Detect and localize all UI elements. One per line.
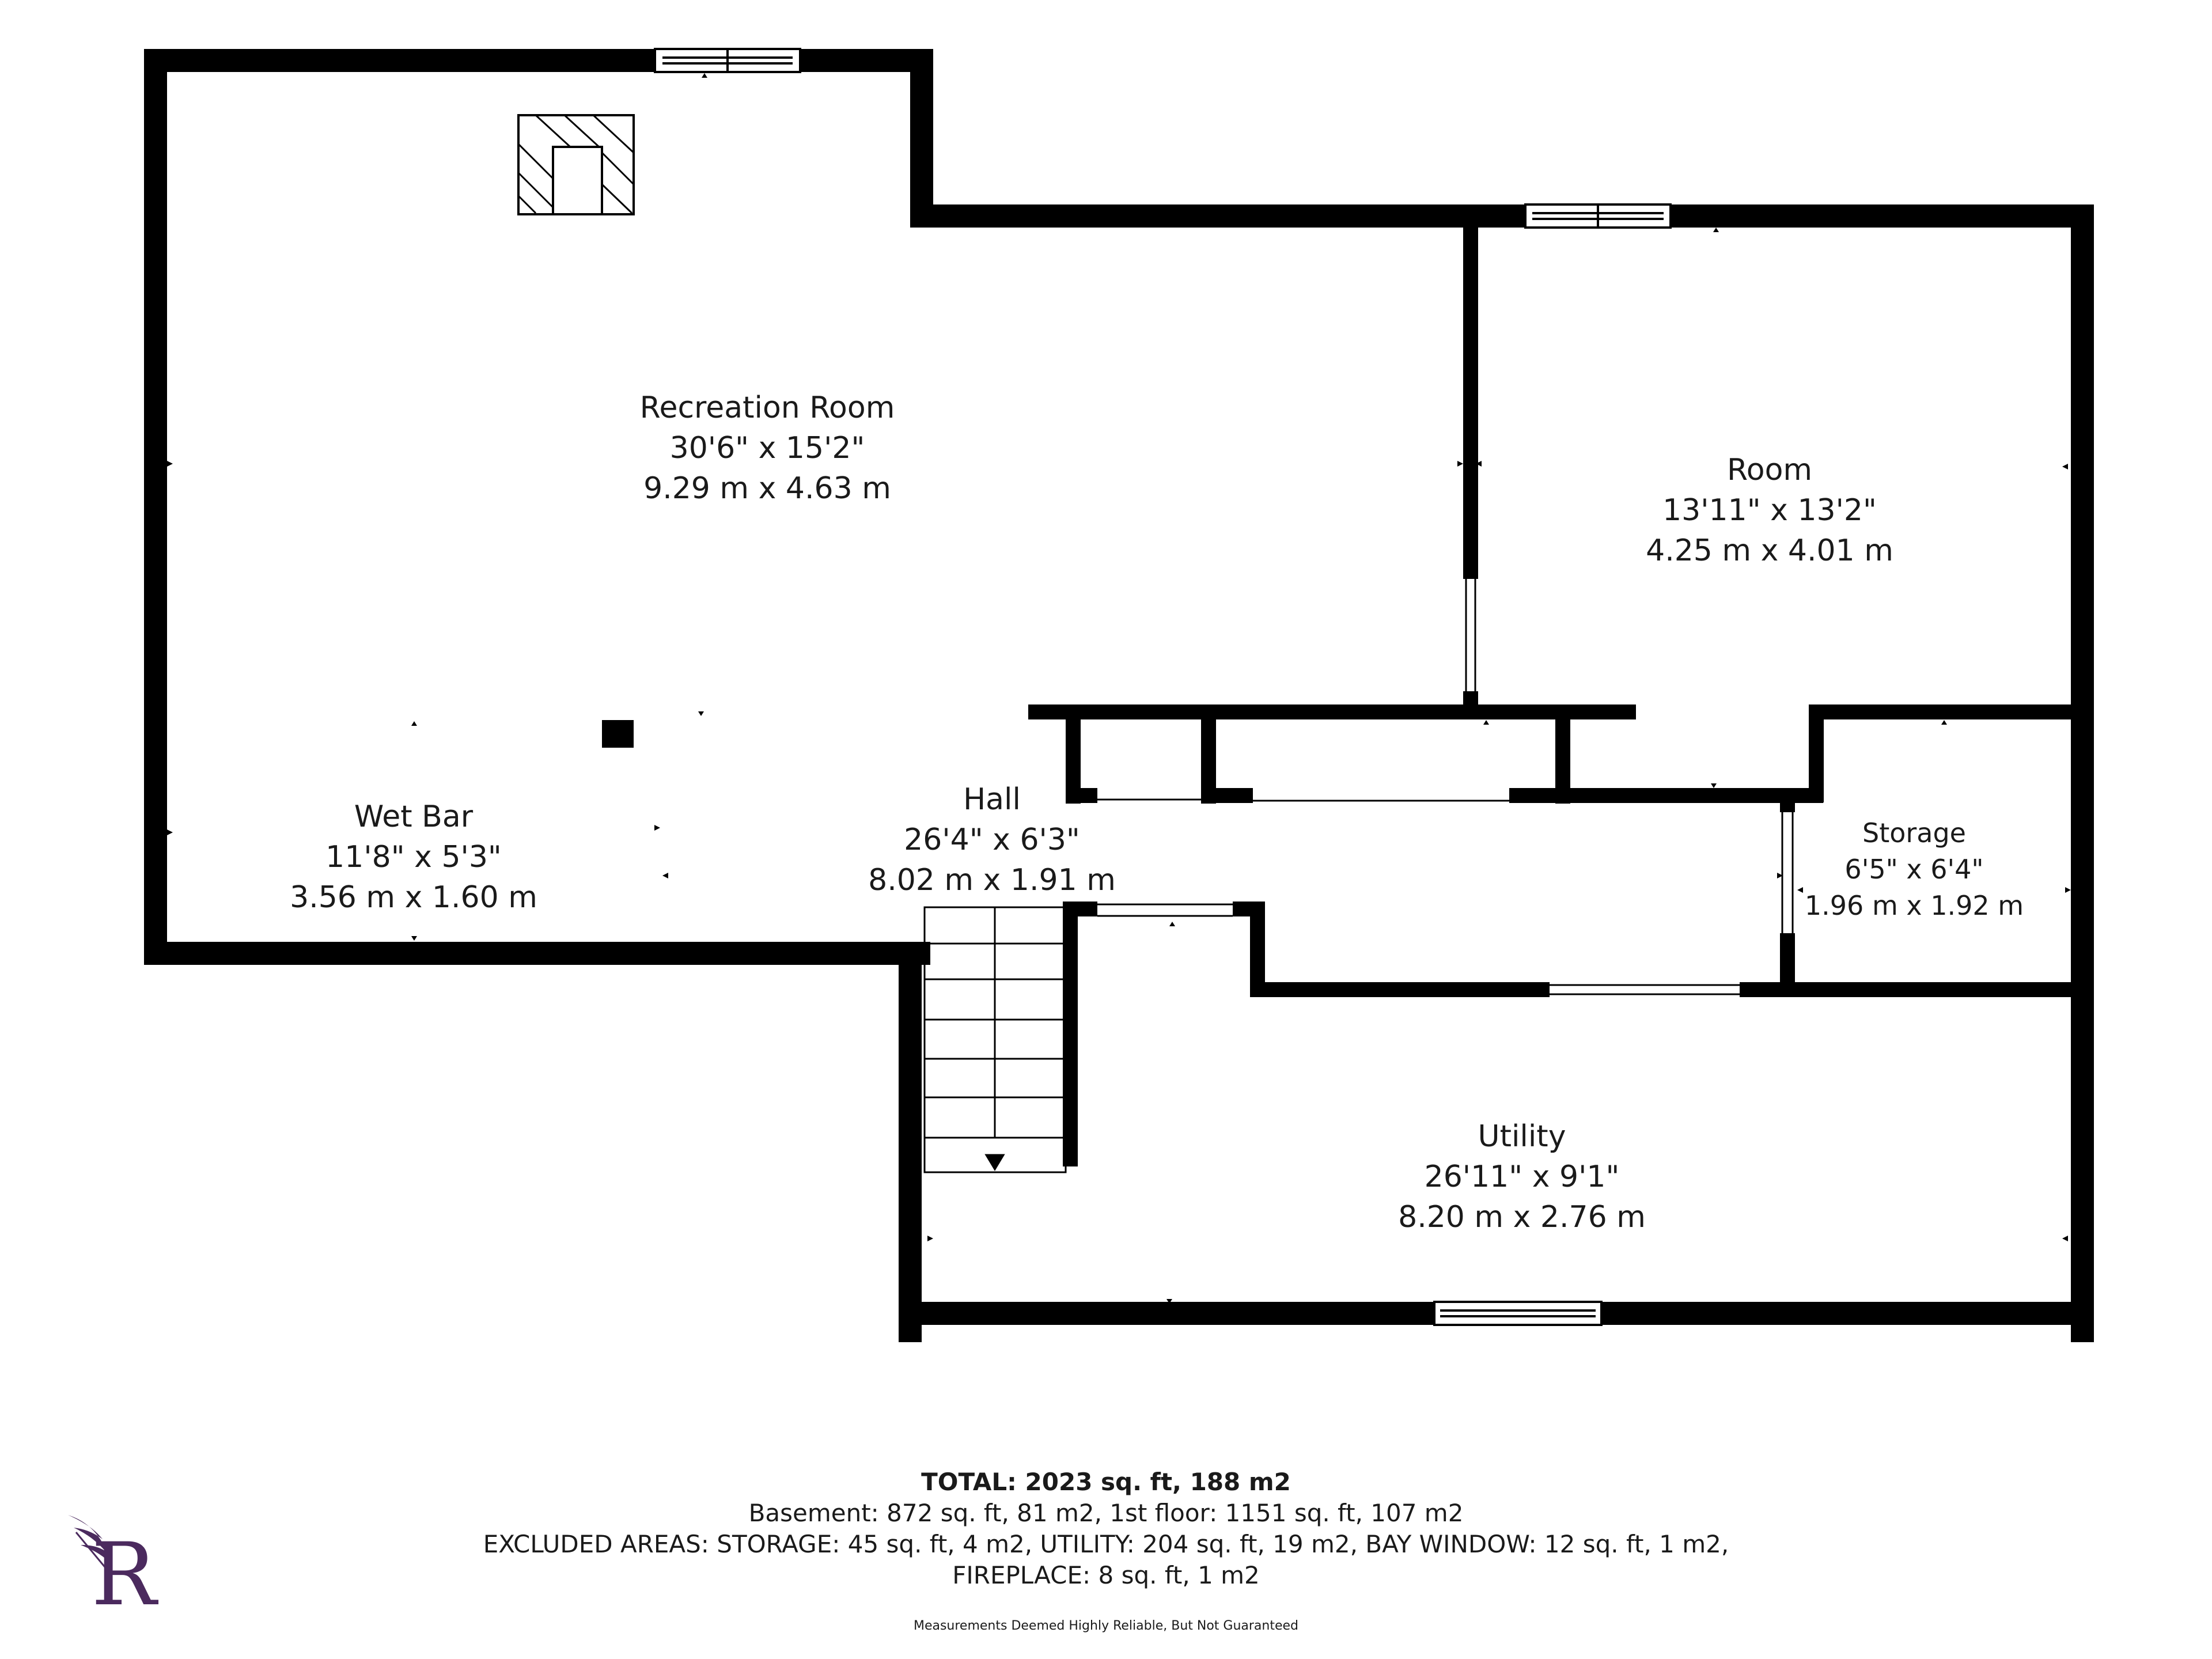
markers: [167, 73, 2071, 1304]
wall: [1463, 222, 1478, 579]
window: [1524, 203, 1672, 229]
wall: [899, 956, 922, 1342]
room-dim-wetbar-imperial: 11'8" x 5'3": [325, 840, 502, 874]
footer-excluded-areas: EXCLUDED AREAS: STORAGE: 45 sq. ft, 4 m2…: [483, 1530, 1729, 1558]
wall: [1066, 788, 1097, 803]
wall: [144, 49, 167, 965]
room-dim-utility-imperial: 26'11" x 9'1": [1425, 1160, 1620, 1194]
room-dim-wetbar-metric: 3.56 m x 1.60 m: [290, 880, 537, 915]
room-dim-utility-metric: 8.20 m x 2.76 m: [1398, 1200, 1646, 1234]
walls: [144, 49, 2094, 1342]
window: [1433, 1301, 1603, 1326]
room-labels: Recreation Room 30'6" x 15'2" 9.29 m x 4…: [290, 391, 2024, 1234]
room-name-recreation: Recreation Room: [640, 391, 895, 425]
room-dim-room-metric: 4.25 m x 4.01 m: [1646, 533, 1893, 568]
room-dim-hall-imperial: 26'4" x 6'3": [904, 823, 1080, 857]
windows: [654, 48, 1672, 1326]
room-dim-storage-imperial: 6'5" x 6'4": [1844, 854, 1983, 885]
feather-r-logo-icon: R: [68, 1515, 159, 1619]
room-name-storage: Storage: [1862, 817, 1966, 849]
wall: [144, 942, 930, 965]
room-dim-recreation-metric: 9.29 m x 4.63 m: [643, 471, 891, 506]
room-name-hall: Hall: [963, 782, 1021, 817]
wall: [1809, 704, 2094, 719]
window: [654, 48, 801, 73]
room-dim-recreation-imperial: 30'6" x 15'2": [670, 431, 865, 465]
wall: [910, 49, 933, 228]
wall: [1780, 933, 1795, 991]
wall: [1250, 982, 1550, 997]
room-dim-storage-metric: 1.96 m x 1.92 m: [1805, 890, 2024, 921]
wall: [1233, 902, 1265, 916]
room-dim-hall-metric: 8.02 m x 1.91 m: [868, 863, 1116, 897]
wall: [1250, 902, 1265, 997]
stairs: [923, 906, 1067, 1173]
wall: [1809, 704, 1824, 802]
wall: [144, 49, 930, 72]
wall: [1028, 704, 1636, 719]
footer-disclaimer: Measurements Deemed Highly Reliable, But…: [913, 1619, 1299, 1633]
column: [602, 720, 634, 748]
wall: [2071, 204, 2094, 1342]
wall: [1509, 788, 1823, 803]
wall: [1740, 982, 2094, 997]
fireplace: [517, 114, 635, 215]
wall: [910, 204, 2094, 228]
logo-letter: R: [92, 1525, 159, 1619]
room-name-utility: Utility: [1478, 1119, 1566, 1154]
footer-area-breakdown: Basement: 872 sq. ft, 81 m2, 1st floor: …: [748, 1499, 1464, 1527]
wall: [1780, 795, 1795, 812]
room-dim-room-imperial: 13'11" x 13'2": [1662, 493, 1877, 528]
room-name-wetbar: Wet Bar: [354, 800, 474, 834]
openings: [1097, 579, 1794, 995]
footer-excluded-areas-cont: FIREPLACE: 8 sq. ft, 1 m2: [952, 1561, 1260, 1589]
wall: [1201, 788, 1253, 803]
room-name-room: Room: [1727, 453, 1812, 487]
footer-total: TOTAL: 2023 sq. ft, 188 m2: [921, 1468, 1291, 1496]
stair-arrow-icon: [984, 1154, 1005, 1171]
